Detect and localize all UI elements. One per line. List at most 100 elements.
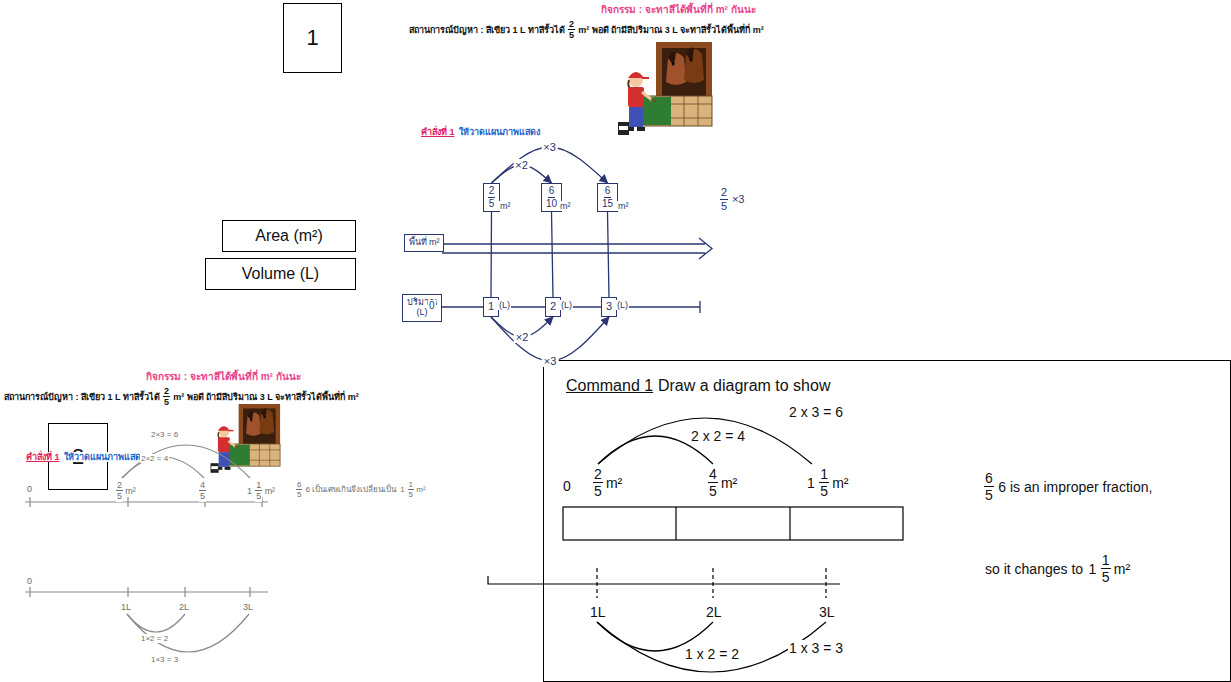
- edge-label: ×3: [542, 355, 559, 367]
- text-line: 2×2 = 4: [140, 454, 169, 463]
- text-line: 2 x 3 = 6: [788, 404, 844, 420]
- fraction: 25: [720, 186, 728, 212]
- label-text: m²: [415, 485, 426, 494]
- label-text: 5: [1101, 569, 1111, 585]
- label-text: 2L: [178, 602, 190, 612]
- fraction-group: 25: [163, 386, 170, 408]
- label-text: 1×2 = 2: [140, 634, 169, 643]
- label-group: m²: [499, 201, 512, 211]
- edge-label: ×2: [513, 159, 530, 171]
- label-text: 6: [984, 470, 994, 487]
- translation-panel: Command 1 Draw a diagram to show: [543, 360, 1231, 682]
- label-group: กิจกรรม : จะทาสีได้พื้นที่กี่ m² กันนะ: [145, 371, 302, 383]
- fraction-group: 15m²: [819, 466, 849, 499]
- pencil-lines: [127, 614, 249, 652]
- text-line: 0: [428, 300, 436, 312]
- fraction-stack: 45: [708, 466, 718, 499]
- text-line: 2L: [178, 602, 190, 612]
- label-text: m²: [605, 475, 623, 491]
- handwritten-lines: [440, 301, 700, 313]
- text-line: 0: [26, 484, 33, 494]
- label-text: 2: [163, 386, 170, 397]
- pencil-lines: [127, 614, 185, 632]
- translated-diagram: [598, 418, 812, 464]
- fraction-group: 25: [568, 19, 575, 41]
- label-text: 1×3 = 3: [150, 655, 179, 664]
- node-text: 1: [488, 300, 494, 312]
- label-group: 2×3 = 6: [150, 430, 179, 439]
- fraction-group: 25m²: [593, 466, 623, 499]
- text-line: คำสั่งที่ 1ให้วาดแผนภาพแสดง: [420, 127, 541, 137]
- fraction-group: 45: [199, 480, 206, 502]
- label-text: 2 x 2 = 4: [690, 428, 746, 444]
- label-text: 5: [296, 490, 302, 499]
- node-text: Draw a diagram to show: [658, 377, 831, 394]
- label-text: (L): [616, 300, 629, 310]
- illustration: [211, 404, 281, 473]
- connector: [490, 212, 492, 297]
- label-group: 1L: [120, 602, 132, 612]
- label-text: 3L: [242, 602, 254, 612]
- label-group: 1: [1088, 561, 1098, 577]
- label-text: 6 is an improper fraction,: [997, 479, 1153, 495]
- label-text: (L): [560, 300, 573, 310]
- label-text: 1: [399, 485, 405, 494]
- label-text: 5: [199, 491, 206, 501]
- text-line: 115m²: [806, 466, 850, 499]
- label-text: ×3: [731, 193, 746, 205]
- label-text: m²: [1113, 561, 1131, 577]
- node-text: Area (m²): [255, 227, 323, 245]
- text-line: 0: [562, 478, 572, 494]
- node-text: 6: [604, 185, 612, 198]
- axis-name-box: ปริมาณ (L): [402, 294, 442, 322]
- label-group: 1: [246, 486, 253, 496]
- text-line: (L): [616, 300, 629, 310]
- label-group: 1 x 2 = 2: [684, 646, 740, 662]
- label-text: 1: [408, 480, 414, 490]
- translated-diagram: [597, 568, 826, 598]
- node-text: Command 1: [566, 377, 653, 394]
- label-group: 2 x 2 = 4: [690, 428, 746, 444]
- fraction: 45: [199, 480, 206, 502]
- fraction-stack: 65: [984, 470, 994, 503]
- text-line: 45: [199, 480, 206, 502]
- fraction-stack: 15: [819, 466, 829, 499]
- label-group: (L): [560, 300, 573, 310]
- fraction-group: 65: [984, 470, 994, 503]
- text-line: สถานการณ์ปัญหา : สีเขียว 1 L ทาสีรั้วได้…: [3, 386, 360, 408]
- node-text: 2: [550, 300, 556, 312]
- label-group: ×3: [731, 193, 746, 206]
- label-group: 0: [562, 478, 572, 494]
- text-line: 25×3: [720, 186, 745, 212]
- text-line: กิจกรรม : จะทาสีได้พื้นที่กี่ m² กันนะ: [600, 4, 757, 16]
- fraction-stack: 25: [593, 466, 603, 499]
- fraction-group: 25m²: [116, 480, 137, 502]
- illustration: [618, 42, 712, 135]
- axis-caption-box: Volume (L): [205, 258, 356, 290]
- handwritten-lines: [442, 238, 712, 259]
- fraction-stack: 15: [1101, 552, 1111, 585]
- label-group: 6 is an improper fraction,: [997, 479, 1153, 495]
- label-text: 2: [568, 19, 575, 30]
- label-group: 2×2 = 4: [140, 454, 169, 463]
- label-text: 1: [255, 480, 262, 491]
- edge-label: ×2: [514, 331, 531, 343]
- fraction-box: 25: [483, 183, 500, 212]
- label-group: 2L: [705, 604, 723, 620]
- number-box: 1: [483, 297, 499, 317]
- label-text: กิจกรรม : จะทาสีได้พื้นที่กี่ m² กันนะ: [145, 371, 302, 382]
- fraction-stack: 25: [568, 19, 575, 41]
- label-text: 2×3 = 6: [150, 430, 179, 439]
- fraction: 65: [984, 470, 994, 503]
- label-text: สถานการณ์ปัญหา : สีเขียว 1 L ทาสีรั้วได้: [3, 392, 161, 402]
- text-line: 656 เป็นเศษเกินจึงเปลี่ยนเป็น115m²: [296, 480, 427, 499]
- label-group: m² พอดี ถ้ามีสีปริมาณ 3 L จะทาสีรั้วได้พ…: [577, 25, 764, 35]
- label-text: 1 x 2 = 2: [684, 646, 740, 662]
- fraction-stack: 25: [163, 386, 170, 408]
- translated-diagram: [563, 507, 903, 540]
- pencil-lines: [25, 587, 268, 597]
- text-line: 1 x 3 = 3: [788, 640, 844, 656]
- connectors: [491, 147, 609, 361]
- label-text: 4: [708, 466, 718, 483]
